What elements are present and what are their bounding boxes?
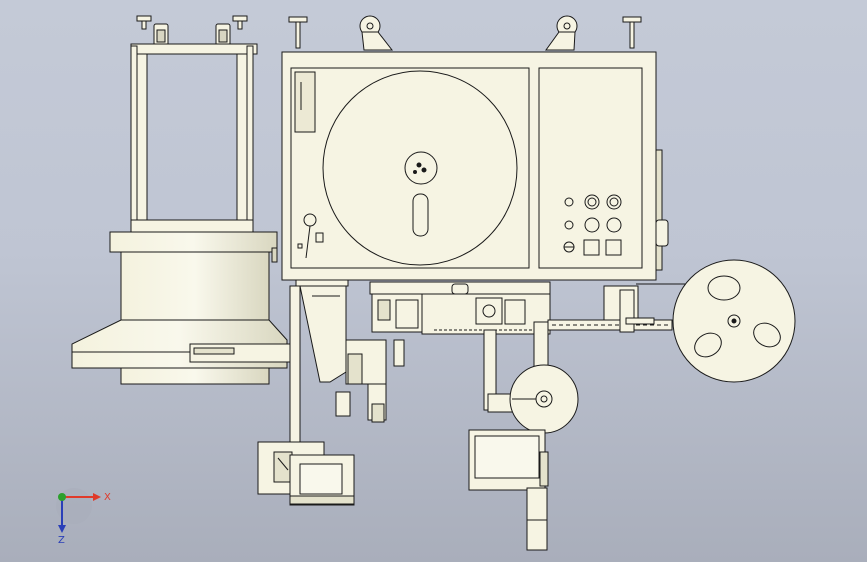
cabinet-right-panel <box>538 67 643 269</box>
reel-window-right <box>753 322 781 348</box>
control-buttons <box>563 194 622 256</box>
main-cabinet <box>281 15 669 281</box>
hanger-wheel-left <box>136 15 169 49</box>
axis-x-label: X <box>104 492 111 503</box>
bowl-feeder <box>71 15 291 385</box>
panel-latch <box>297 213 324 259</box>
hanger-wheel-right <box>215 15 248 49</box>
take-up-reel <box>672 259 796 383</box>
reel-window-top <box>707 275 741 301</box>
cover-tape-reel <box>509 364 579 434</box>
axis-z-label: Z <box>58 535 65 546</box>
reel-hub <box>404 151 438 185</box>
top-jack-screw-right <box>622 16 642 49</box>
guide-roller-left <box>359 15 394 51</box>
indicator-lamp-2 <box>564 220 574 230</box>
feed-mechanism <box>289 279 690 457</box>
ejector-rod <box>526 487 548 551</box>
vertical-guide-rod <box>289 285 301 457</box>
feeder-frame <box>130 43 258 233</box>
feeder-top-ring <box>109 231 278 253</box>
lower-modules <box>257 429 549 551</box>
square-button-2 <box>605 239 622 256</box>
top-jack-screw-left <box>288 16 308 49</box>
guide-roller-right <box>545 15 578 51</box>
orientation-triad: X Z <box>56 488 111 546</box>
feeder-drum <box>120 251 270 321</box>
square-button-1 <box>583 239 600 256</box>
reel-slot <box>412 193 429 237</box>
indicator-lamp <box>564 197 574 207</box>
reel-window-left <box>694 332 722 358</box>
